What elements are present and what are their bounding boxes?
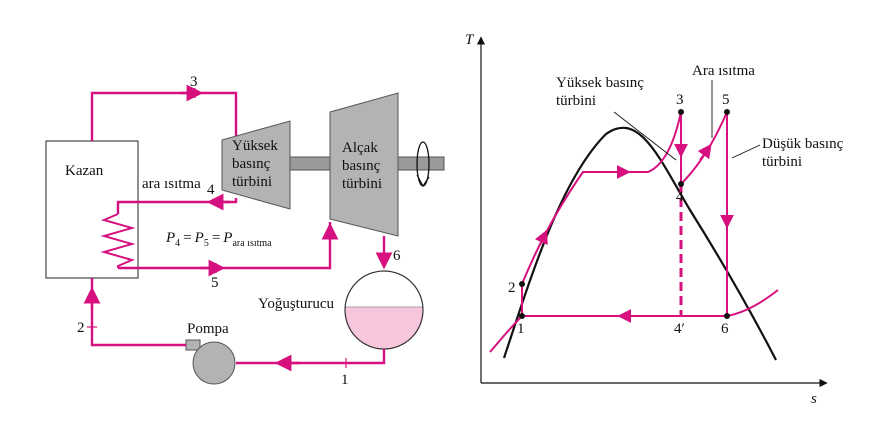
point-2 bbox=[519, 281, 525, 287]
hp-turbine-line2: basınç bbox=[232, 156, 271, 172]
ts-hp-turbine-line1: Yüksek basınç bbox=[556, 75, 644, 91]
ts-hp-turbine-line2: türbini bbox=[556, 93, 596, 109]
shaft bbox=[289, 156, 331, 171]
ts-diagram: T s 1 2 3 bbox=[465, 32, 844, 407]
pressure-equation: P4=P5=Para ısıtma bbox=[165, 230, 272, 249]
hp-turbine bbox=[221, 120, 291, 210]
ts-label-5: 5 bbox=[722, 92, 730, 108]
process-4-5 bbox=[680, 111, 728, 185]
pipe-2 bbox=[90, 278, 186, 347]
point-3 bbox=[678, 109, 684, 115]
pump-label: Pompa bbox=[187, 321, 229, 337]
state-1-label: 1 bbox=[341, 372, 349, 388]
state-2-label: 2 bbox=[77, 320, 85, 336]
state-4-label: 4 bbox=[207, 182, 215, 198]
state-6-label: 6 bbox=[393, 248, 401, 264]
point-1 bbox=[519, 313, 525, 319]
ts-label-4: 4 bbox=[676, 189, 684, 205]
ts-reheat-label: Ara ısıtma bbox=[692, 63, 755, 79]
t-axis-label: T bbox=[465, 32, 475, 48]
ts-label-3: 3 bbox=[676, 92, 684, 108]
lp-turbine-line1: Alçak bbox=[342, 140, 378, 156]
pipe-3 bbox=[90, 91, 238, 141]
boiler-box bbox=[45, 140, 139, 279]
ts-lp-turbine-line1: Düşük basınç bbox=[762, 136, 844, 152]
saturation-dome bbox=[502, 126, 777, 361]
pipe-4 bbox=[116, 198, 238, 214]
ts-lp-turbine-line2: türbini bbox=[762, 154, 802, 170]
state-3-label: 3 bbox=[190, 74, 198, 90]
lp-turbine-line3: türbini bbox=[342, 176, 382, 192]
ts-label-6: 6 bbox=[721, 321, 729, 337]
ts-label-1: 1 bbox=[517, 321, 525, 337]
pipe-1 bbox=[236, 349, 386, 365]
pump bbox=[192, 341, 236, 385]
hp-turbine-line1: Yüksek bbox=[232, 138, 278, 154]
lp-turbine bbox=[329, 92, 399, 237]
s-axis-label: s bbox=[811, 391, 817, 407]
boiler-label: Kazan bbox=[65, 163, 104, 179]
cycle-schematic: Kazan 3 Yüksek basınç türbini Alçak bası… bbox=[45, 74, 445, 388]
point-6 bbox=[724, 313, 730, 319]
point-5 bbox=[724, 109, 730, 115]
process-2-3 bbox=[521, 111, 682, 285]
ts-label-2: 2 bbox=[508, 280, 516, 296]
state-5-label: 5 bbox=[211, 275, 219, 291]
lp-turbine-line2: basınç bbox=[342, 158, 381, 174]
condenser-label: Yoğuşturucu bbox=[258, 296, 334, 312]
ts-label-4-prime: 4′ bbox=[674, 321, 685, 337]
reheater-coil bbox=[100, 213, 136, 268]
hp-turbine-line3: türbini bbox=[232, 174, 272, 190]
reheat-label: ara ısıtma bbox=[142, 176, 201, 192]
point-4 bbox=[678, 181, 684, 187]
